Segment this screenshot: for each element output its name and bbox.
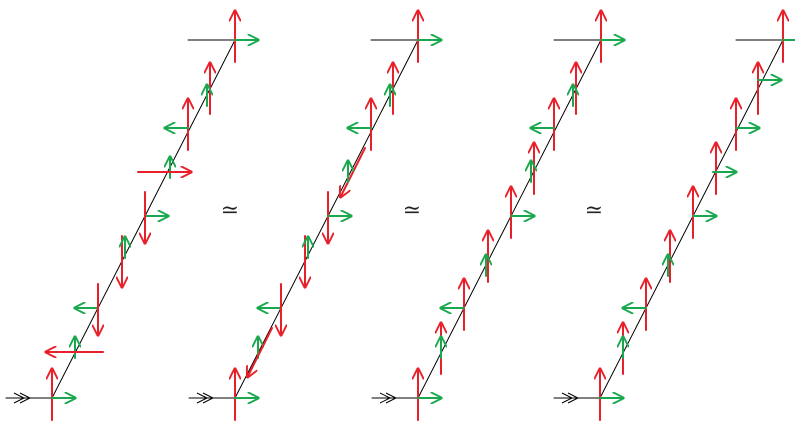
panel-2	[188, 12, 440, 421]
equivalence-symbol-3: ≃	[584, 198, 604, 223]
equivalence-symbol-2: ≃	[402, 198, 422, 223]
double-arrowhead-icon	[561, 392, 580, 404]
diagonal-line	[417, 39, 602, 399]
panel-1	[5, 12, 257, 421]
panel-4	[553, 12, 795, 421]
double-arrowhead-icon	[13, 392, 32, 404]
double-arrowhead-icon	[379, 392, 398, 404]
diagonal-line	[51, 39, 236, 399]
diagonal-line	[599, 39, 784, 399]
equivalence-symbol-1: ≃	[220, 198, 240, 223]
double-arrowhead-icon	[196, 392, 215, 404]
red-diagonal-arrow	[248, 327, 273, 376]
diagonal-line	[234, 39, 419, 399]
panel-3	[371, 12, 623, 421]
red-diagonal-arrow	[341, 147, 366, 196]
